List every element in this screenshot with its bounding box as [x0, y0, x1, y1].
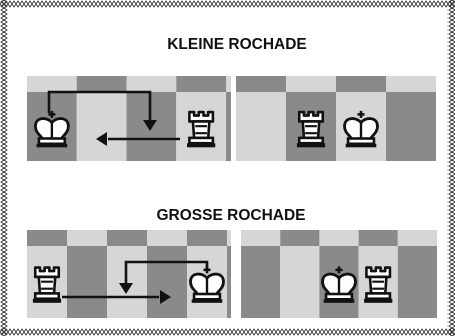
section-title-grosse-rochade: GROSSE ROCHADE: [157, 207, 306, 224]
chessboard-3: [241, 230, 437, 318]
board-square: [236, 92, 286, 161]
board-square: [319, 230, 358, 246]
board-square: [286, 76, 336, 92]
board-square: [226, 76, 231, 92]
board-square: [386, 92, 436, 161]
board-square: [386, 76, 436, 92]
board-square: [280, 230, 319, 246]
board-square: [77, 92, 127, 161]
board-square: [398, 230, 437, 246]
board-square: [147, 246, 187, 318]
board-square: [67, 246, 107, 318]
board-square: [67, 230, 107, 246]
board-square: [226, 92, 231, 161]
chessboard-1: [236, 76, 436, 161]
board-square: [176, 76, 226, 92]
board-square: [359, 230, 398, 246]
board-square: [147, 230, 187, 246]
board-square: [280, 246, 319, 318]
board-square: [27, 230, 67, 246]
board-square: [127, 76, 177, 92]
board-square: [27, 76, 77, 92]
board-square: [241, 246, 280, 318]
section-title-kleine-rochade: KLEINE ROCHADE: [167, 36, 307, 53]
board-square: [107, 230, 147, 246]
board-square: [227, 230, 231, 246]
board-square: [336, 76, 386, 92]
board-square: [241, 230, 280, 246]
board-square: [77, 76, 127, 92]
board-square: [398, 246, 437, 318]
board-square: [187, 230, 227, 246]
board-square: [236, 76, 286, 92]
board-square: [227, 246, 231, 318]
